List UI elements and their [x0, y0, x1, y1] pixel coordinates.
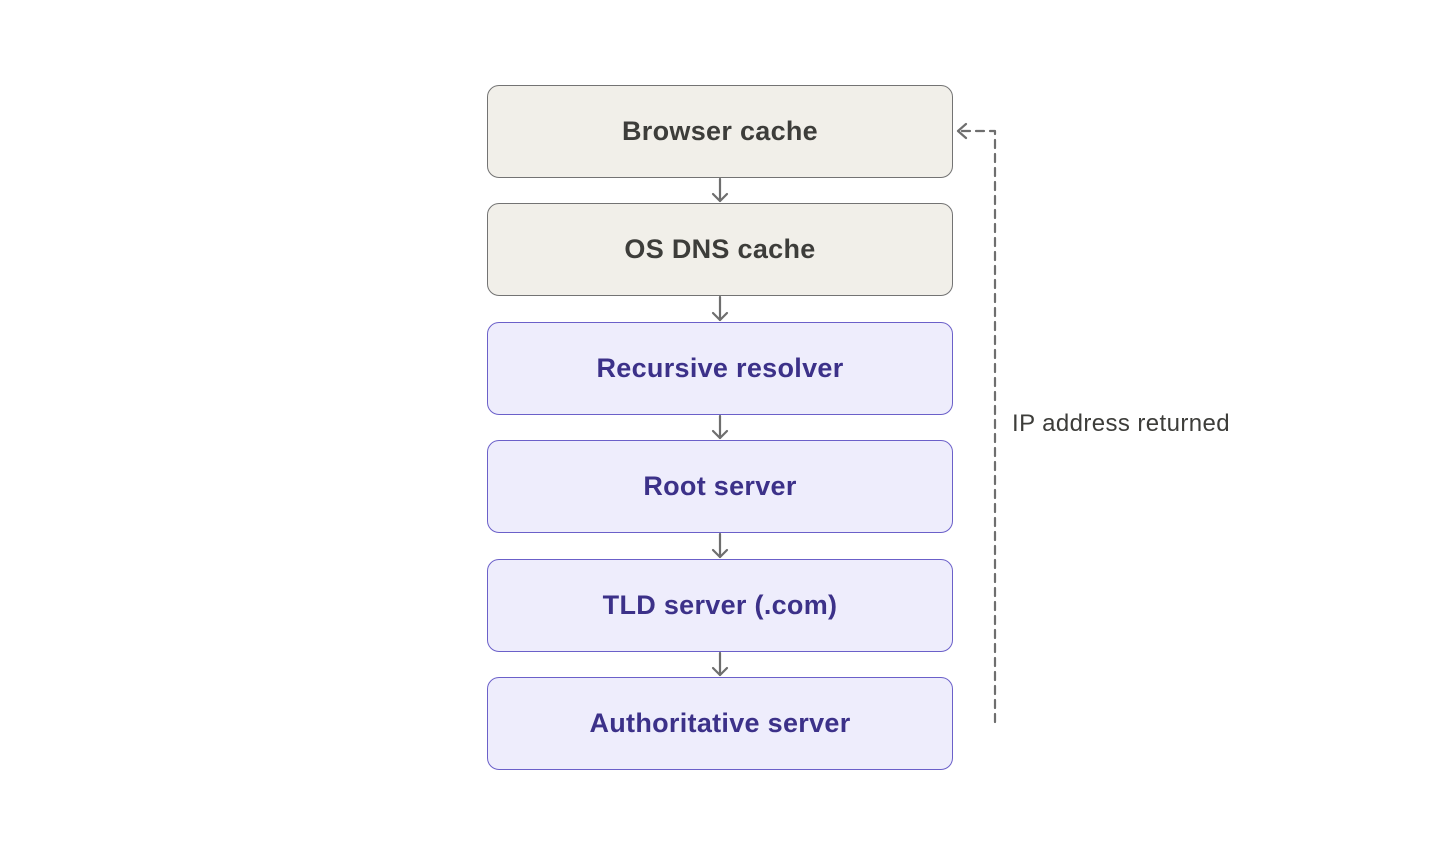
step-label: Browser cache: [622, 116, 818, 146]
step-label: Root server: [643, 471, 797, 501]
arrow-4-to-5: [711, 532, 729, 559]
step-label: Recursive resolver: [596, 353, 844, 383]
step-label: TLD server (.com): [602, 590, 838, 620]
step-os-dns-cache: OS DNS cache: [487, 203, 953, 296]
return-path-label: IP address returned: [1012, 410, 1230, 437]
step-tld-server: TLD server (.com): [487, 559, 953, 652]
return-arrow-head: [956, 122, 968, 140]
step-root-server: Root server: [487, 440, 953, 533]
step-label: Authoritative server: [589, 708, 851, 738]
step-label: OS DNS cache: [624, 234, 816, 264]
step-recursive-resolver: Recursive resolver: [487, 322, 953, 415]
return-arrow: [956, 129, 997, 724]
arrow-2-to-3: [711, 295, 729, 322]
arrow-1-to-2: [711, 177, 729, 203]
arrow-5-to-6: [711, 651, 729, 677]
step-browser-cache: Browser cache: [487, 85, 953, 178]
arrow-3-to-4: [711, 414, 729, 440]
step-authoritative-server: Authoritative server: [487, 677, 953, 770]
